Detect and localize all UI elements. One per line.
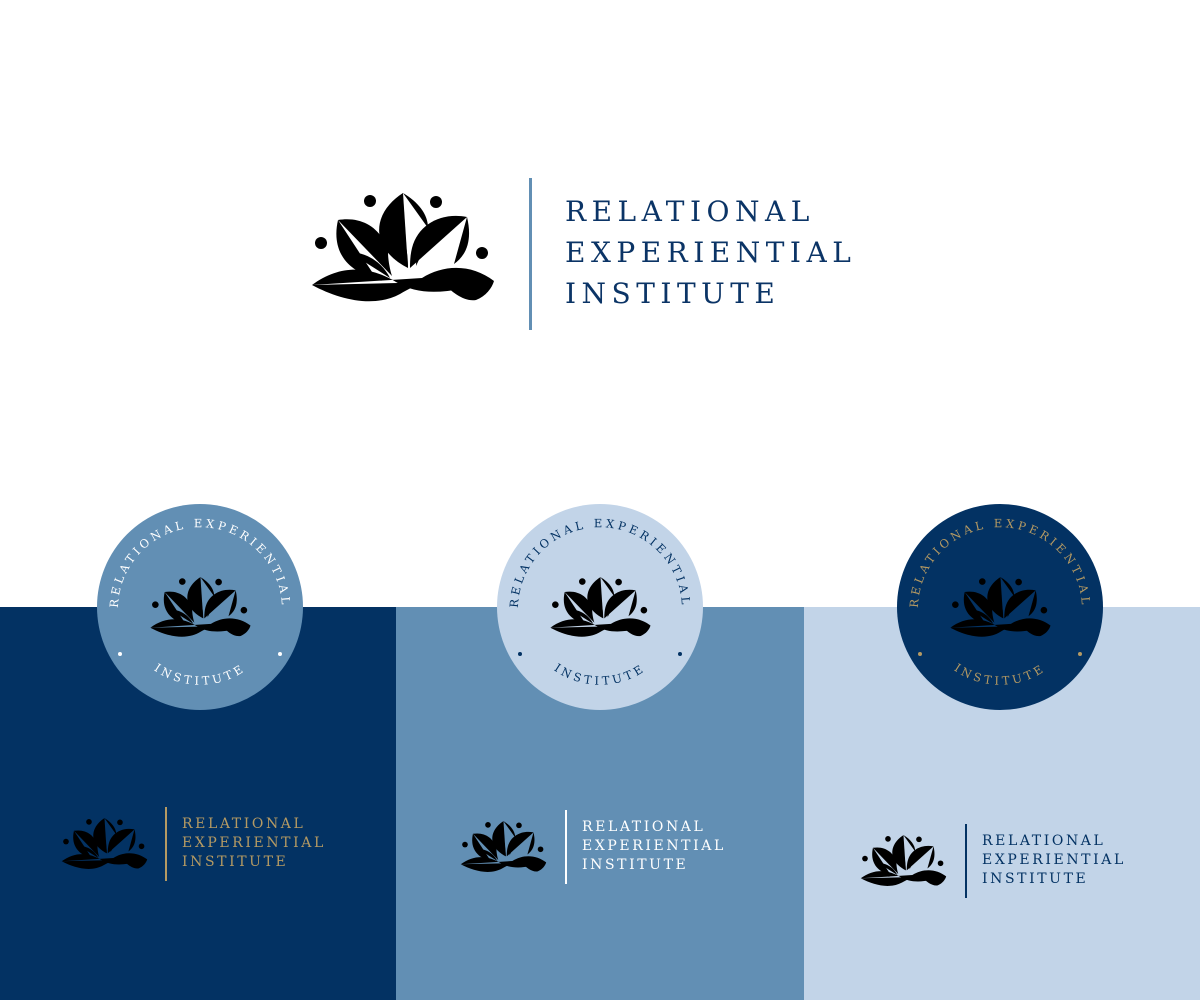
wordmark-line-1: RELATIONAL bbox=[582, 819, 706, 835]
wordmark-line-1: RELATIONAL bbox=[565, 195, 815, 228]
wordmark-line-1: RELATIONAL bbox=[982, 833, 1106, 849]
lotus-icon bbox=[312, 193, 494, 302]
lotus-icon bbox=[61, 818, 148, 869]
wordmark-line-2: EXPERIENTIAL bbox=[982, 852, 1126, 868]
seal-steel-blue: RELATIONAL EXPERIENTIAL INSTITUTE bbox=[97, 504, 303, 710]
wordmark-line-2: EXPERIENTIAL bbox=[582, 838, 726, 854]
wordmark-line-2: EXPERIENTIAL bbox=[565, 236, 857, 269]
logo-divider bbox=[529, 178, 532, 330]
wordmark-line-3: INSTITUTE bbox=[582, 857, 689, 873]
wordmark-line-1: RELATIONAL bbox=[182, 816, 306, 832]
logo-divider bbox=[965, 824, 967, 898]
lotus-icon bbox=[460, 821, 547, 872]
logo-divider bbox=[565, 810, 567, 884]
wordmark-line-2: EXPERIENTIAL bbox=[182, 835, 326, 851]
lotus-icon bbox=[860, 835, 947, 886]
logo-divider bbox=[165, 807, 167, 881]
seal-light-blue: RELATIONAL EXPERIENTIAL INSTITUTE bbox=[497, 504, 703, 710]
wordmark-line-3: INSTITUTE bbox=[565, 277, 781, 310]
wordmark-line-3: INSTITUTE bbox=[982, 871, 1089, 887]
wordmark: RELATIONAL EXPERIENTIAL INSTITUTE bbox=[582, 820, 726, 877]
wordmark: RELATIONAL EXPERIENTIAL INSTITUTE bbox=[182, 817, 326, 874]
wordmark: RELATIONAL EXPERIENTIAL INSTITUTE bbox=[982, 834, 1126, 891]
wordmark: RELATIONAL EXPERIENTIAL INSTITUTE bbox=[565, 198, 856, 321]
seal-navy: RELATIONAL EXPERIENTIAL INSTITUTE bbox=[897, 504, 1103, 710]
wordmark-line-3: INSTITUTE bbox=[182, 854, 289, 870]
